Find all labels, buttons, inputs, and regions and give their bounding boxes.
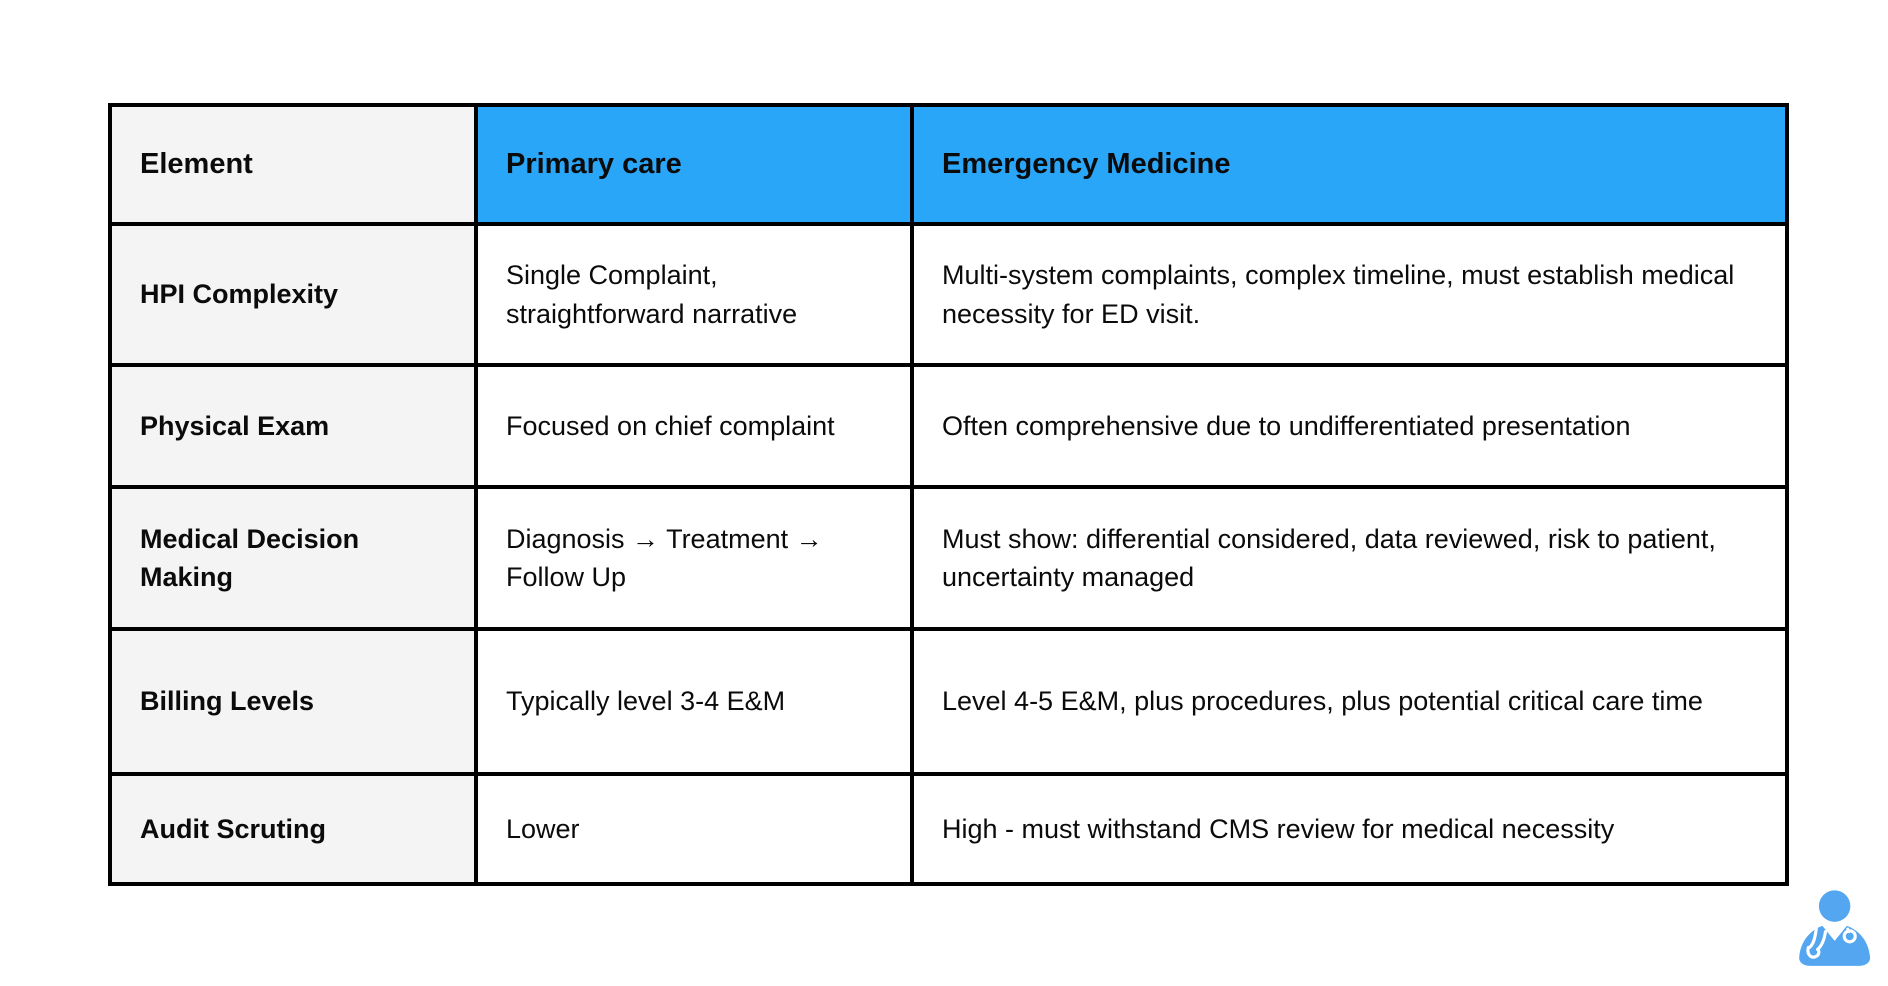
table-row: Audit Scruting Lower High - must withsta… [108, 772, 1789, 886]
header-row: Element Primary care Emergency Medicine [108, 103, 1789, 226]
table-row: Medical Decision Making Diagnosis → Trea… [108, 485, 1789, 631]
row-label-physical-exam: Physical Exam [108, 363, 478, 489]
doctor-avatar-icon [1790, 888, 1874, 978]
cell-billing-primary-care: Typically level 3-4 E&M [474, 627, 914, 776]
cell-mdm-primary-care: Diagnosis → Treatment → Follow Up [474, 485, 914, 631]
cell-hpi-primary-care: Single Complaint, straightforward narrat… [474, 222, 914, 367]
cell-billing-emergency-medicine: Level 4-5 E&M, plus procedures, plus pot… [910, 627, 1789, 776]
row-label-hpi-complexity: HPI Complexity [108, 222, 478, 367]
row-label-audit-scruting: Audit Scruting [108, 772, 478, 886]
cell-audit-emergency-medicine: High - must withstand CMS review for med… [910, 772, 1789, 886]
cell-exam-emergency-medicine: Often comprehensive due to undifferentia… [910, 363, 1789, 489]
table-row: Physical Exam Focused on chief complaint… [108, 363, 1789, 489]
table-row: HPI Complexity Single Complaint, straigh… [108, 222, 1789, 367]
header-cell-emergency-medicine: Emergency Medicine [910, 103, 1789, 226]
row-label-medical-decision-making: Medical Decision Making [108, 485, 478, 631]
table-row: Billing Levels Typically level 3-4 E&M L… [108, 627, 1789, 776]
cell-exam-primary-care: Focused on chief complaint [474, 363, 914, 489]
header-cell-element: Element [108, 103, 478, 226]
cell-hpi-emergency-medicine: Multi-system complaints, complex timelin… [910, 222, 1789, 367]
cell-mdm-emergency-medicine: Must show: differential considered, data… [910, 485, 1789, 631]
row-label-billing-levels: Billing Levels [108, 627, 478, 776]
cell-audit-primary-care: Lower [474, 772, 914, 886]
comparison-table: Element Primary care Emergency Medicine … [108, 103, 1789, 886]
header-cell-primary-care: Primary care [474, 103, 914, 226]
